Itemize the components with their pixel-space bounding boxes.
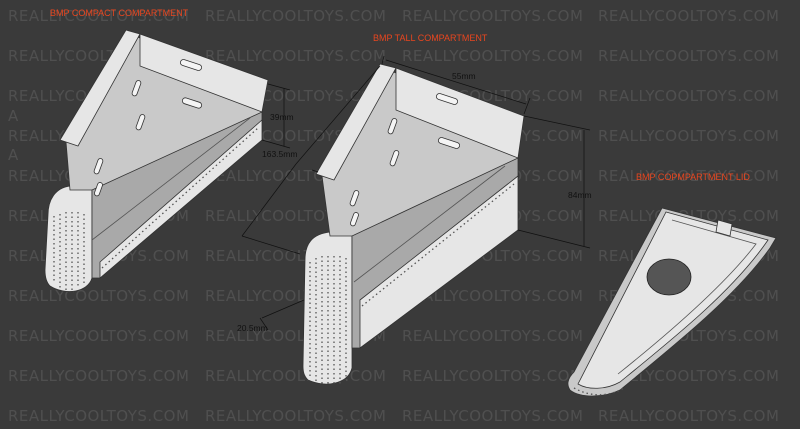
watermark-text: REALLYCOOLTOYS.COM	[8, 327, 189, 345]
tall-dim-extension	[523, 115, 591, 131]
watermark-text: REALLYCOOLTOYS.COM	[8, 367, 189, 385]
tall-base-label: 20.5mm	[237, 323, 268, 333]
lid-tab	[715, 219, 733, 237]
tall-dim-extension	[523, 97, 531, 115]
watermark-fragment: A	[8, 146, 19, 164]
lid-top-surface	[577, 211, 769, 389]
compact-slot	[179, 59, 203, 71]
lid-round-hole	[646, 258, 692, 296]
watermark-text: REALLYCOOLTOYS.COM	[205, 407, 386, 425]
compact-slot	[94, 182, 103, 197]
compact-slot	[181, 97, 203, 109]
tall-height-label: 84mm	[568, 190, 592, 200]
tall-seam	[353, 165, 506, 283]
tall-slot	[389, 150, 400, 167]
compact-height-label: 39mm	[270, 112, 294, 122]
tall-dim-extension	[311, 169, 319, 173]
compact-slot	[135, 114, 146, 131]
compact-front-perforations	[53, 212, 85, 290]
compact-front-shell	[44, 185, 93, 292]
tall-compartment-drawing	[241, 55, 591, 386]
watermark-fragment: A	[8, 107, 19, 125]
watermark-text: REALLYCOOLTOYS.COM	[598, 407, 779, 425]
tall-dim-extension	[517, 229, 591, 249]
compact-slot	[93, 158, 104, 175]
tall-dim-extension	[381, 55, 385, 65]
compact-seam	[91, 117, 251, 241]
compact-dim-extension	[267, 83, 291, 91]
compact-compartment-drawing	[44, 29, 291, 292]
watermark-text: REALLYCOOLTOYS.COM	[402, 367, 583, 385]
tall-slot	[350, 212, 359, 227]
watermark-text: REALLYCOOLTOYS.COM	[598, 7, 779, 25]
watermark-text: REALLYCOOLTOYS.COM	[598, 47, 779, 65]
tall-dim-extension	[295, 65, 381, 165]
compact-slot	[131, 80, 142, 97]
watermark-text: REALLYCOOLTOYS.COM	[598, 87, 779, 105]
compact-title: BMP COMPACT COMPARTMENT	[50, 8, 189, 18]
tall-slot	[387, 118, 398, 135]
watermark-text: REALLYCOOLTOYS.COM	[8, 407, 189, 425]
watermark-text: REALLYCOOLTOYS.COM	[598, 167, 779, 185]
watermark-text: REALLYCOOLTOYS.COM	[205, 47, 386, 65]
tall-width-dim-line	[385, 59, 527, 105]
watermark-text: REALLYCOOLTOYS.COM	[8, 287, 189, 305]
tall-base-dim-line	[259, 317, 269, 331]
watermark-text: REALLYCOOLTOYS.COM	[8, 7, 189, 25]
compact-rivet-row	[101, 127, 259, 269]
lid-rivets	[573, 387, 625, 396]
lid-title: BMP COPMPARTMENT LID	[636, 172, 750, 182]
watermark-text: REALLYCOOLTOYS.COM	[402, 287, 583, 305]
watermark-text: REALLYCOOLTOYS.COM	[402, 7, 583, 25]
compact-dim-extension	[261, 139, 291, 149]
tall-dim-extension	[261, 299, 305, 319]
watermark-text: REALLYCOOLTOYS.COM	[598, 367, 779, 385]
watermark-text: REALLYCOOLTOYS.COM	[402, 327, 583, 345]
watermark-text: REALLYCOOLTOYS.COM	[205, 7, 386, 25]
tall-front-perforations	[309, 256, 347, 386]
tall-slot	[437, 137, 461, 149]
tall-width-label: 55mm	[452, 71, 476, 81]
watermark-text: REALLYCOOLTOYS.COM	[205, 367, 386, 385]
lid-inner-rim	[617, 219, 757, 375]
tall-length-label: 163.5mm	[262, 149, 297, 159]
tall-rivet-row	[361, 183, 515, 307]
lid-drawing	[567, 207, 777, 397]
tall-dim-extension	[241, 235, 301, 255]
tall-slot	[349, 190, 360, 207]
watermark-text: REALLYCOOLTOYS.COM	[402, 407, 583, 425]
tall-length-dim-line	[241, 163, 297, 237]
watermark-text: REALLYCOOLTOYS.COM	[402, 47, 583, 65]
tall-slot	[435, 93, 459, 105]
watermark-text: REALLYCOOLTOYS.COM	[598, 127, 779, 145]
tall-title: BMP TALL COMPARTMENT	[373, 33, 488, 43]
